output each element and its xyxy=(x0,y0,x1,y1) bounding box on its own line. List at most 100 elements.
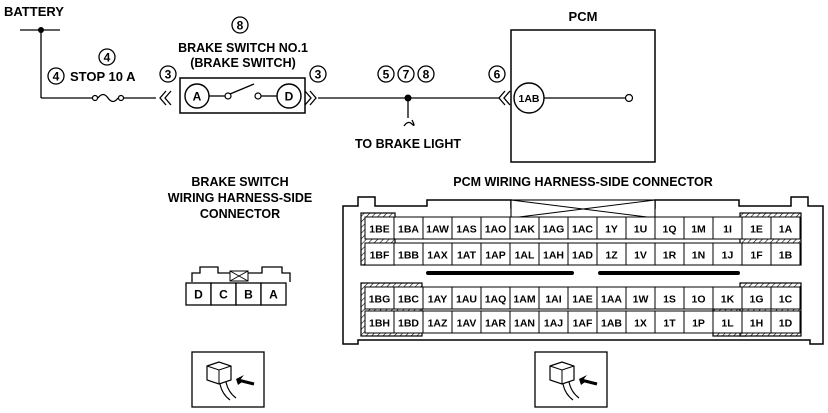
ref-junction-8: 8 xyxy=(423,68,430,82)
pcm-pin: 1AA xyxy=(601,294,622,306)
pcm-pin: 1AC xyxy=(572,224,593,236)
pcm-pin-cell xyxy=(770,216,801,240)
switch-conn-title-2: WIRING HARNESS-SIDE xyxy=(168,191,312,205)
pcm-pin: 1P xyxy=(692,318,705,330)
pcm-pin: 1T xyxy=(663,318,676,330)
brake-pin-cell xyxy=(260,282,287,306)
ref-fuse-left: 4 xyxy=(53,70,60,84)
brake-pin: B xyxy=(244,288,253,302)
ref-pcm: 6 xyxy=(494,68,501,82)
pcm-pin: 1N xyxy=(692,250,705,262)
pcm-connector-cells xyxy=(364,216,801,334)
switch-title-2: (BRAKE SWITCH) xyxy=(190,56,296,70)
pcm-pin: 1BB xyxy=(398,250,419,262)
connector-mark-switch-right xyxy=(304,90,317,106)
ref-circle-switch-right xyxy=(309,65,327,83)
switch-blade xyxy=(229,83,255,95)
ref-circle-pcm xyxy=(488,65,506,83)
pcm-pin: 1J xyxy=(722,250,734,262)
pcm-pin: 1K xyxy=(721,294,735,306)
ref-fuse-top: 4 xyxy=(104,51,111,65)
pcm-pin: 1AL xyxy=(515,250,535,262)
pcm-pin: 1D xyxy=(779,318,793,330)
pcm-internal-terminal xyxy=(624,93,634,103)
pcm-pin: 1AQ xyxy=(485,294,507,306)
connector-mark-pcm xyxy=(498,90,511,106)
ref-circle-fuse-left xyxy=(47,67,65,85)
fuse-terminal-right xyxy=(117,94,125,102)
pcm-pin: 1A xyxy=(779,224,793,236)
pcm-pin: 1Q xyxy=(662,224,676,236)
brake-pin: C xyxy=(219,288,228,302)
switch-conn-title-3: CONNECTOR xyxy=(200,207,280,221)
pcm-pin: 1BD xyxy=(398,318,419,330)
pcm-conn-title: PCM WIRING HARNESS-SIDE CONNECTOR xyxy=(453,175,713,189)
pcm-pin: 1O xyxy=(691,294,705,306)
pcm-pin: 1BG xyxy=(369,294,391,306)
pcm-pin: 1AI xyxy=(545,294,561,306)
switch-title-1: BRAKE SWITCH NO.1 xyxy=(178,41,308,55)
pcm-pin: 1BA xyxy=(398,224,419,236)
pcm-pin: 1AD xyxy=(572,250,593,262)
switch-contact-right xyxy=(254,92,262,100)
pcm-pin: 1B xyxy=(779,250,793,262)
ref-switch-left: 3 xyxy=(165,68,172,82)
pcm-pin: 1G xyxy=(749,294,763,306)
probe-icon xyxy=(534,351,608,408)
pcm-pin: 1AW xyxy=(426,224,449,236)
ref-circle-switch-top xyxy=(231,16,249,34)
fuse-label: STOP 10 A xyxy=(70,69,136,84)
pcm-pin: 1AV xyxy=(457,318,477,330)
pcm-pin-cell xyxy=(770,286,801,310)
ref-circle-junction-5 xyxy=(377,65,395,83)
switch-conn-title-1: BRAKE SWITCH xyxy=(191,175,288,189)
pcm-pin-cell xyxy=(770,310,801,334)
ref-circle-junction-8 xyxy=(417,65,435,83)
pcm-pin: 1AZ xyxy=(428,318,448,330)
pcm-pin: 1AO xyxy=(485,224,507,236)
pcm-pin: 1E xyxy=(750,224,763,236)
terminal-d-label: D xyxy=(285,90,294,104)
pcm-pin: 1AU xyxy=(456,294,477,306)
pcm-pin: 1AP xyxy=(485,250,505,262)
fuse-terminal-left xyxy=(91,94,99,102)
pcm-pin: 1BH xyxy=(369,318,390,330)
brake-pin: A xyxy=(269,288,278,302)
pcm-pin: 1BE xyxy=(369,224,389,236)
switch-contact-left xyxy=(224,92,232,100)
pcm-pin: 1R xyxy=(663,250,677,262)
pcm-pin: 1BF xyxy=(370,250,390,262)
pcm-pin: 1AR xyxy=(485,318,506,330)
probe-icon xyxy=(191,351,265,408)
pcm-pin: 1AY xyxy=(428,294,447,306)
ref-circle-fuse-top xyxy=(98,48,116,66)
to-brake-light-label: TO BRAKE LIGHT xyxy=(355,137,461,151)
pcm-pin: 1AG xyxy=(543,224,565,236)
pcm-pin: 1AH xyxy=(543,250,564,262)
pcm-pin: 1AF xyxy=(573,318,593,330)
pcm-pin: 1AE xyxy=(572,294,592,306)
pcm-pin: 1BC xyxy=(398,294,419,306)
terminal-a-label: A xyxy=(193,90,202,104)
pcm-pin: 1C xyxy=(779,294,793,306)
pcm-pin: 1AJ xyxy=(544,318,563,330)
brake-connector-pins: D C B A xyxy=(185,282,287,306)
brake-pin: D xyxy=(194,288,203,302)
pcm-pin: 1W xyxy=(633,294,649,306)
terminal-d xyxy=(276,83,302,109)
pcm-pin: 1U xyxy=(634,224,647,236)
pcm-pin: 1M xyxy=(691,224,706,236)
ref-circle-switch-left xyxy=(159,65,177,83)
pcm-pin: 1Z xyxy=(605,250,618,262)
pcm-pin: 1S xyxy=(663,294,676,306)
pcm-pin: 1H xyxy=(750,318,763,330)
pcm-pin: 1X xyxy=(634,318,647,330)
pcm-pin: 1AM xyxy=(513,294,535,306)
pcm-pin: 1AB xyxy=(601,318,622,330)
ref-junction-5: 5 xyxy=(383,68,390,82)
pcm-pin-cell xyxy=(770,242,801,266)
wire-break-symbol xyxy=(403,119,415,127)
pcm-pin: 1AT xyxy=(457,250,477,262)
